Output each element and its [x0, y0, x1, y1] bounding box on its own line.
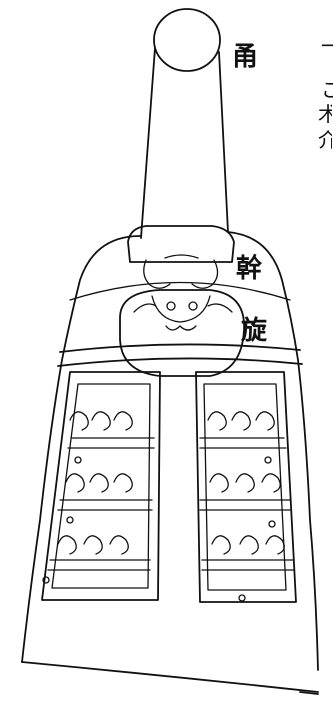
bell-ring-knob [119, 289, 245, 377]
margin-text-3: 术 [318, 104, 332, 124]
bell-left-panel [41, 371, 161, 601]
margin-text-1: 一 [321, 36, 333, 56]
label-yong: 甬 [232, 42, 259, 72]
bell-shank [140, 8, 229, 239]
bell-body [21, 231, 319, 695]
bell-suspension-loop [127, 225, 235, 289]
margin-text-4: 介 [318, 130, 332, 150]
label-gan: 幹 [236, 254, 263, 284]
bell-right-panel [195, 371, 297, 603]
margin-text-2: こ [321, 80, 333, 100]
label-xuan: 旋 [241, 316, 268, 346]
